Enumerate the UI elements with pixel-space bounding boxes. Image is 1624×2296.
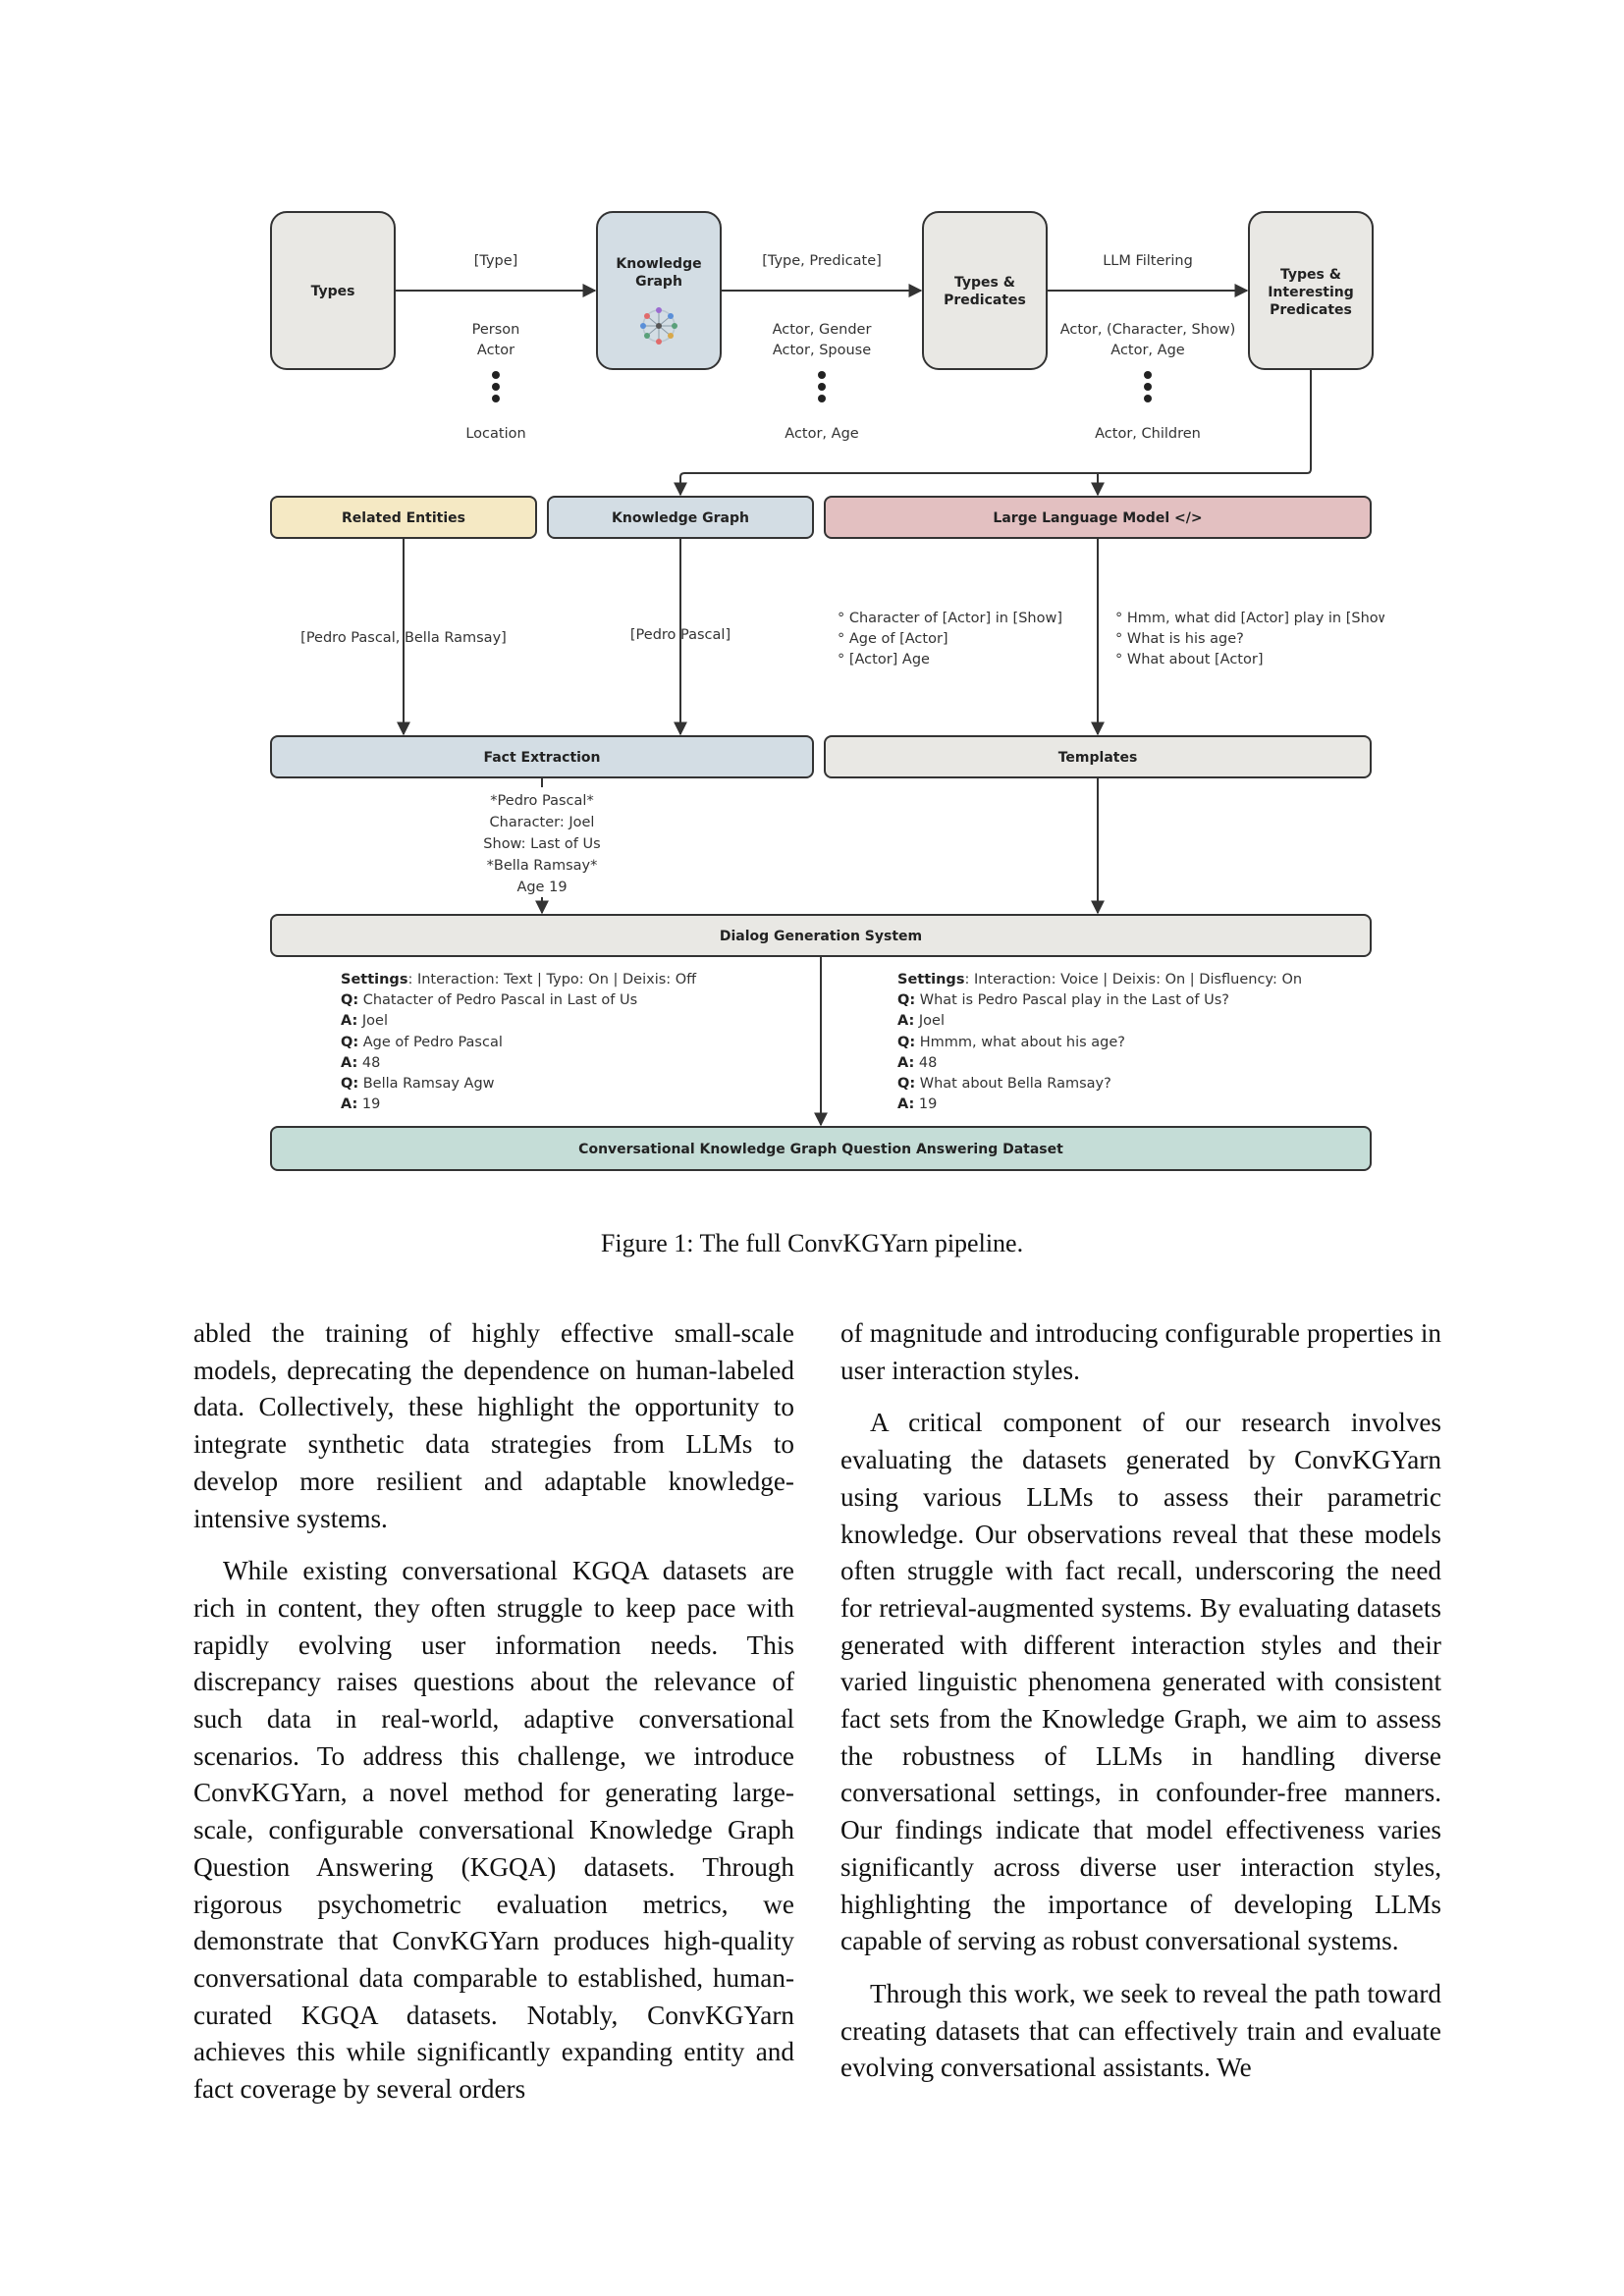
- svg-text:Q: Chatacter of Pedro Pascal i: Q: Chatacter of Pedro Pascal in Last of …: [341, 992, 637, 1008]
- svg-text:*Bella Ramsay*: *Bella Ramsay*: [487, 858, 598, 874]
- svg-text:Settings: Interaction: Text |: Settings: Interaction: Text | Typo: On |…: [341, 972, 697, 988]
- svg-text:Actor, Age: Actor, Age: [1110, 343, 1184, 358]
- svg-text:Q: Age of Pedro Pascal: Q: Age of Pedro Pascal: [341, 1035, 503, 1050]
- svg-text:Predicates: Predicates: [944, 293, 1026, 308]
- svg-text:Knowledge Graph: Knowledge Graph: [612, 510, 749, 526]
- svg-text:Predicates: Predicates: [1270, 302, 1352, 318]
- svg-text:° [Actor] Age: ° [Actor] Age: [838, 652, 930, 667]
- llm-right-templates: ° Hmm, what did [Actor] play in [Show]? …: [1115, 611, 1384, 667]
- svg-text:A: Joel: A: Joel: [897, 1013, 945, 1029]
- left-column: abled the training of highly effective s…: [193, 1315, 794, 2124]
- svg-text:Location: Location: [465, 426, 525, 442]
- templates-box: Templates: [824, 735, 1372, 778]
- extracted-facts: *Pedro Pascal* Character: Joel Show: Las…: [483, 793, 600, 895]
- types-box: Types: [270, 211, 396, 370]
- dialog-example-right: Settings: Interaction: Voice | Deixis: O…: [897, 972, 1302, 1112]
- svg-text:Templates: Templates: [1058, 750, 1138, 766]
- svg-text:Dialog Generation System: Dialog Generation System: [720, 929, 922, 944]
- svg-text:Types &: Types &: [954, 275, 1015, 291]
- svg-text:A: 48: A: 48: [897, 1055, 937, 1071]
- svg-text:Age 19: Age 19: [516, 880, 567, 895]
- dataset-box: Conversational Knowledge Graph Question …: [270, 1126, 1372, 1171]
- related-entities-output: [Pedro Pascal, Bella Ramsay]: [300, 630, 507, 646]
- svg-text:A: Joel: A: Joel: [341, 1013, 388, 1029]
- svg-text:Q: What about Bella Ramsay?: Q: What about Bella Ramsay?: [897, 1076, 1111, 1092]
- svg-text:Q: Hmmm, what about his age?: Q: Hmmm, what about his age?: [897, 1035, 1125, 1050]
- paragraph: While existing conversational KGQA datas…: [193, 1556, 794, 2105]
- svg-text:° What is his age?: ° What is his age?: [1115, 631, 1244, 647]
- svg-text:Character: Joel: Character: Joel: [490, 815, 595, 830]
- types-predicates-box: Types & Predicates: [922, 211, 1048, 370]
- svg-text:A: 19: A: 19: [897, 1096, 937, 1112]
- paragraph: abled the training of highly effective s…: [193, 1318, 794, 1533]
- edge-predicates-to-interesting-labels: LLM Filtering Actor, (Character, Show) A…: [1060, 253, 1236, 442]
- fact-extraction-box: Fact Extraction: [270, 735, 814, 778]
- paragraph: A critical component of our research inv…: [840, 1408, 1441, 1956]
- kg-output: [Pedro Pascal]: [630, 627, 731, 643]
- paragraph: of magnitude and introducing configurabl…: [840, 1318, 1441, 1385]
- svg-text:[Type, Predicate]: [Type, Predicate]: [762, 253, 882, 269]
- svg-text:*Pedro Pascal*: *Pedro Pascal*: [490, 793, 593, 809]
- svg-text:A: 48: A: 48: [341, 1055, 380, 1071]
- svg-text:Actor: Actor: [477, 343, 514, 358]
- figure-caption: Figure 1: The full ConvKGYarn pipeline.: [600, 1229, 1024, 1257]
- knowledge-graph-box: Knowledge Graph: [547, 496, 814, 539]
- svg-text:° Character of [Actor] in [Sho: ° Character of [Actor] in [Show]: [838, 611, 1062, 626]
- svg-text:Graph: Graph: [635, 274, 682, 290]
- svg-text:Q: Bella Ramsay Agw: Q: Bella Ramsay Agw: [341, 1076, 495, 1092]
- knowledge-graph-top-box: Knowledge Graph: [596, 211, 722, 370]
- svg-text:° What about [Actor]: ° What about [Actor]: [1115, 652, 1263, 667]
- dialog-example-left: Settings: Interaction: Text | Typo: On |…: [341, 972, 697, 1112]
- svg-text:Actor, Spouse: Actor, Spouse: [773, 343, 871, 358]
- svg-text:Interesting: Interesting: [1268, 285, 1354, 300]
- svg-text:Q: What is Pedro Pascal play i: Q: What is Pedro Pascal play in the Last…: [897, 992, 1229, 1008]
- edge-types-to-kg-labels: [Type] Person Actor Location: [465, 253, 525, 442]
- dialog-generation-box: Dialog Generation System: [270, 914, 1372, 957]
- svg-text:Fact Extraction: Fact Extraction: [483, 750, 600, 766]
- llm-box: Large Language Model </>: [824, 496, 1372, 539]
- svg-text:° Hmm, what did [Actor] play i: ° Hmm, what did [Actor] play in [Show]?: [1115, 611, 1384, 626]
- edge-kg-to-predicates-labels: [Type, Predicate] Actor, Gender Actor, S…: [762, 253, 882, 442]
- llm-left-templates: ° Character of [Actor] in [Show] ° Age o…: [838, 611, 1062, 667]
- svg-text:Person: Person: [472, 322, 520, 338]
- svg-text:Actor, Children: Actor, Children: [1095, 426, 1201, 442]
- svg-text:Knowledge: Knowledge: [616, 256, 701, 272]
- types-interesting-predicates-box: Types & Interesting Predicates: [1248, 211, 1374, 370]
- paragraph: Through this work, we seek to reveal the…: [840, 1978, 1441, 2083]
- svg-text:Conversational Knowledge Graph: Conversational Knowledge Graph Question …: [578, 1142, 1063, 1157]
- svg-text:Types &: Types &: [1280, 267, 1341, 283]
- svg-text:LLM Filtering: LLM Filtering: [1103, 253, 1193, 269]
- right-column: of magnitude and introducing configurabl…: [840, 1315, 1441, 2103]
- svg-text:A: 19: A: 19: [341, 1096, 380, 1112]
- svg-text:Settings: Interaction: Voice |: Settings: Interaction: Voice | Deixis: O…: [897, 972, 1302, 988]
- svg-text:Related Entities: Related Entities: [342, 510, 465, 526]
- svg-text:Actor, Age: Actor, Age: [785, 426, 858, 442]
- svg-text:Actor, Gender: Actor, Gender: [773, 322, 872, 338]
- svg-text:Large Language Model </>: Large Language Model </>: [993, 510, 1202, 526]
- graph-network-icon: [640, 307, 677, 345]
- svg-text:Show: Last of Us: Show: Last of Us: [483, 836, 600, 852]
- related-entities-box: Related Entities: [270, 496, 537, 539]
- svg-text:[Type]: [Type]: [474, 253, 518, 269]
- svg-text:Actor, (Character, Show): Actor, (Character, Show): [1060, 322, 1236, 338]
- pipeline-figure: Types Knowledge Graph Types & Predicates: [265, 206, 1384, 1178]
- svg-text:Types: Types: [311, 284, 355, 299]
- svg-text:° Age of [Actor]: ° Age of [Actor]: [838, 631, 948, 647]
